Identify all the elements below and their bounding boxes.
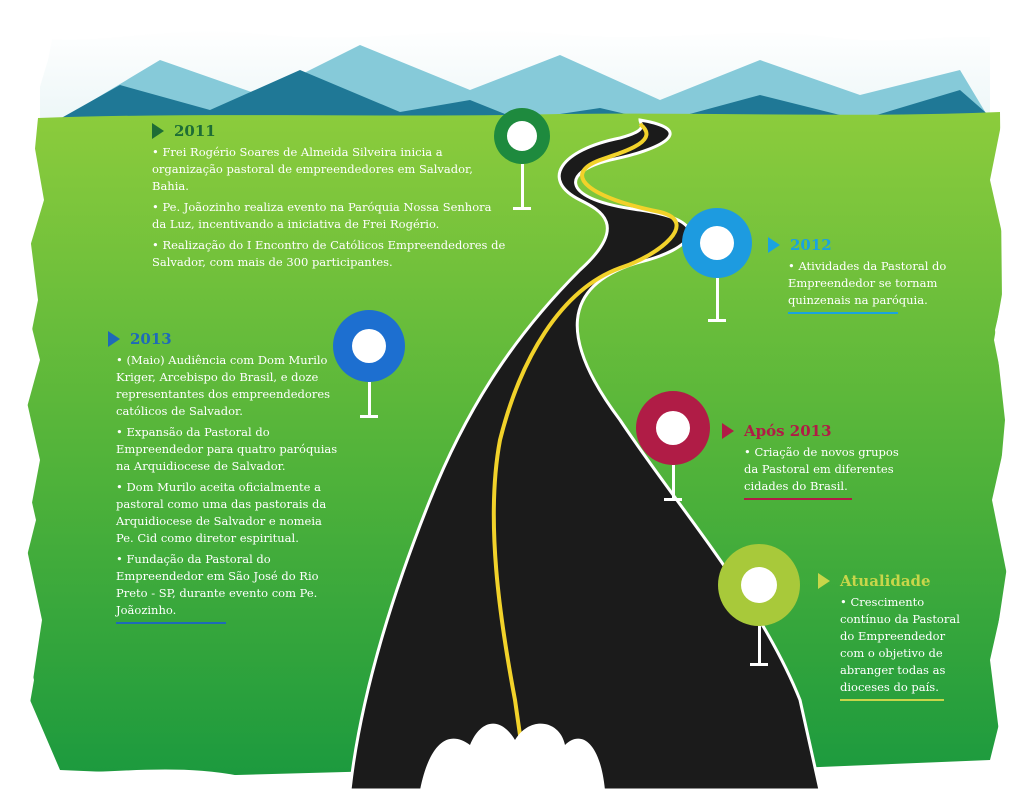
timeline-item: • Atividades da Pastoral do Empreendedor… — [788, 259, 947, 307]
arrow-right-icon — [768, 237, 780, 253]
timeline-atualidade: Atualidade • Crescimento contínuo da Pas… — [818, 572, 968, 701]
timeline-item: • Crescimento contínuo da Pastoral do Em… — [840, 595, 960, 694]
arrow-right-icon — [108, 331, 120, 347]
arrow-right-icon — [152, 123, 164, 139]
year-label: 2013 — [108, 330, 340, 348]
pin-2012 — [682, 208, 752, 323]
year-label: 2012 — [768, 236, 966, 254]
year-label: Atualidade — [818, 572, 968, 590]
road-center-line — [491, 122, 679, 771]
timeline-item: • (Maio) Audiência com Dom Murilo Kriger… — [116, 353, 331, 418]
pin-apos2013 — [636, 391, 710, 503]
timeline-item: • Pe. Joãozinho realiza evento na Paróqu… — [152, 200, 492, 231]
underline-divider — [744, 498, 852, 500]
pin-2011 — [494, 108, 550, 218]
pin-atualidade — [718, 544, 800, 668]
year-label: Após 2013 — [722, 422, 912, 440]
timeline-item: • Frei Rogério Soares de Almeida Silveir… — [152, 145, 473, 193]
timeline-item: • Fundação da Pastoral do Empreendedor e… — [116, 552, 319, 617]
timeline-item: • Dom Murilo aceita oficialmente a pasto… — [116, 480, 327, 545]
underline-divider — [788, 312, 898, 314]
timeline-item: • Expansão da Pastoral do Empreendedor p… — [116, 425, 338, 473]
underline-divider — [116, 622, 226, 624]
underline-divider — [840, 699, 944, 701]
timeline-2013: 2013 • (Maio) Audiência com Dom Murilo K… — [108, 330, 340, 624]
timeline-item: • Criação de novos grupos da Pastoral em… — [744, 445, 899, 493]
pin-2013 — [333, 310, 405, 418]
arrow-right-icon — [722, 423, 734, 439]
timeline-2012: 2012 • Atividades da Pastoral do Empreen… — [768, 236, 966, 314]
year-label: 2011 — [152, 122, 508, 140]
arrow-right-icon — [818, 573, 830, 589]
timeline-item: • Realização do I Encontro de Católicos … — [152, 238, 506, 269]
road-splash — [420, 723, 605, 790]
timeline-apos2013: Após 2013 • Criação de novos grupos da P… — [722, 422, 912, 500]
road — [348, 118, 822, 792]
timeline-2011: 2011 • Frei Rogério Soares de Almeida Si… — [152, 122, 508, 271]
